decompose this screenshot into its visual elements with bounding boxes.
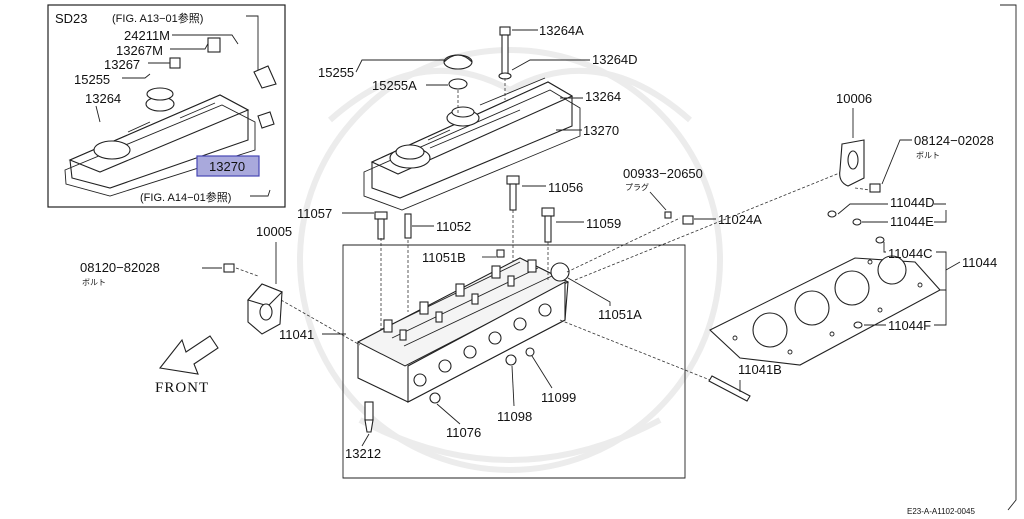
label-11044E[interactable]: 11044E bbox=[890, 214, 934, 229]
inset-box: SD23 (FIG. A13−01参照) 24211M 13267M 13267… bbox=[47, 4, 286, 208]
label-11059[interactable]: 11059 bbox=[586, 216, 621, 231]
bracket-10006 bbox=[839, 139, 881, 193]
label-11099[interactable]: 11099 bbox=[541, 390, 576, 405]
label-08120-sub: ボルト bbox=[82, 278, 106, 287]
washers bbox=[827, 210, 885, 329]
inset-label-13264: 13264 bbox=[85, 91, 121, 106]
label-08120-82028[interactable]: 08120−82028 bbox=[80, 260, 160, 275]
inset-label-13267M: 13267M bbox=[116, 43, 163, 58]
cylinder-head bbox=[356, 257, 570, 403]
label-11044C[interactable]: 11044C bbox=[888, 246, 933, 261]
label-11044F[interactable]: 11044F bbox=[888, 318, 931, 333]
label-11024A[interactable]: 11024A bbox=[718, 212, 762, 227]
front-label: FRONT bbox=[155, 380, 209, 396]
head-bolts bbox=[364, 175, 751, 433]
label-00933-sub: プラグ bbox=[625, 182, 649, 192]
label-11098[interactable]: 11098 bbox=[497, 409, 532, 424]
inset-valve-cover bbox=[64, 37, 277, 197]
label-13264D[interactable]: 13264D bbox=[592, 52, 638, 67]
valve-cover bbox=[363, 77, 581, 211]
label-11056[interactable]: 11056 bbox=[548, 180, 583, 195]
label-10006[interactable]: 10006 bbox=[836, 91, 872, 106]
assembly-lines bbox=[235, 78, 871, 381]
label-11044[interactable]: 11044 bbox=[962, 255, 997, 270]
label-11051B[interactable]: 11051B bbox=[422, 250, 466, 265]
inset-ref-top: (FIG. A13−01参照) bbox=[112, 11, 203, 25]
inset-label-15255: 15255 bbox=[74, 72, 110, 87]
bracket-10005 bbox=[223, 263, 283, 335]
highlighted-part-13270[interactable] bbox=[196, 155, 260, 177]
cylinder-head-frame bbox=[342, 244, 686, 479]
label-11052[interactable]: 11052 bbox=[436, 219, 471, 234]
label-11044D[interactable]: 11044D bbox=[890, 195, 935, 210]
inset-ref-bottom: (FIG. A14−01参照) bbox=[140, 190, 231, 204]
label-08124-sub: ボルト bbox=[916, 151, 940, 160]
highlight-label: 13270 bbox=[209, 159, 245, 174]
inset-title: SD23 bbox=[55, 11, 88, 26]
label-11041B[interactable]: 11041B bbox=[738, 362, 782, 377]
label-11041[interactable]: 11041 bbox=[279, 327, 314, 342]
label-13270[interactable]: 13270 bbox=[583, 123, 619, 138]
label-00933-20650[interactable]: 00933−20650 bbox=[623, 166, 703, 181]
label-13264A[interactable]: 13264A bbox=[539, 23, 584, 38]
oil-cap bbox=[443, 54, 473, 90]
label-10005[interactable]: 10005 bbox=[256, 224, 292, 239]
label-15255[interactable]: 15255 bbox=[318, 65, 354, 80]
label-11057[interactable]: 11057 bbox=[297, 206, 332, 221]
inset-label-13267: 13267 bbox=[104, 57, 140, 72]
front-arrow-icon bbox=[158, 335, 219, 375]
watermark-emblem bbox=[297, 47, 723, 473]
head-gasket bbox=[709, 255, 941, 366]
figure-code: E23-A-A1102-0045 bbox=[907, 507, 975, 516]
label-15255A[interactable]: 15255A bbox=[372, 78, 417, 93]
label-13264[interactable]: 13264 bbox=[585, 89, 621, 104]
frame-bracket bbox=[1000, 4, 1017, 511]
part-labels: 13264A 13264D 15255 15255A 13264 13270 1… bbox=[80, 23, 997, 461]
label-11051A[interactable]: 11051A bbox=[598, 307, 642, 322]
label-08124-02028[interactable]: 08124−02028 bbox=[914, 133, 994, 148]
label-13212[interactable]: 13212 bbox=[345, 446, 381, 461]
inset-label-24211M: 24211M bbox=[124, 28, 170, 43]
label-11076[interactable]: 11076 bbox=[446, 425, 481, 440]
